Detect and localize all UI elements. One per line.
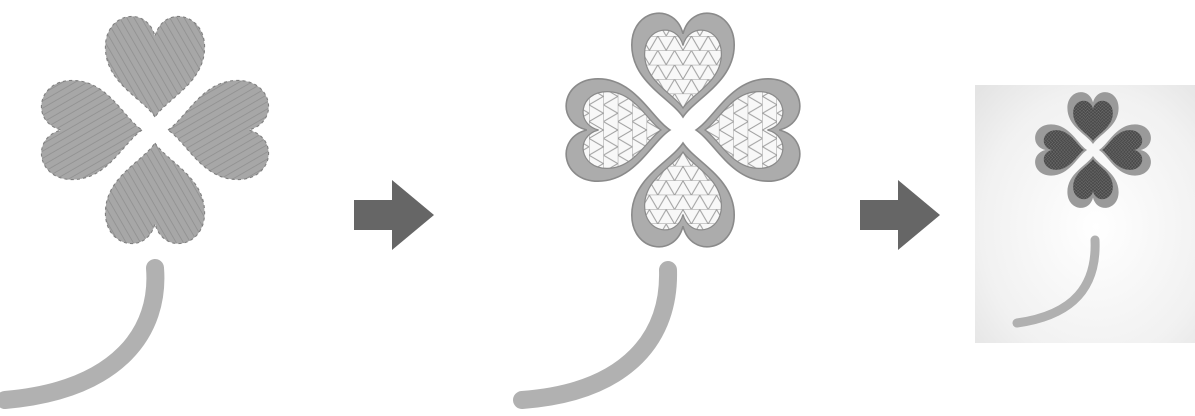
right-arrow-icon bbox=[354, 180, 434, 250]
applique-leaf-top bbox=[632, 13, 734, 117]
clover-stem bbox=[5, 268, 155, 400]
clover-leaf-bottom bbox=[105, 143, 204, 244]
clover-leaf-top bbox=[105, 16, 204, 117]
applique-leaf-right bbox=[696, 79, 800, 181]
clover-leaf-left bbox=[41, 80, 142, 179]
clover-applique-icon bbox=[510, 0, 810, 416]
clover-leaf-right bbox=[168, 80, 269, 179]
clover-applique-panel bbox=[510, 0, 810, 416]
right-arrow-icon bbox=[860, 180, 940, 250]
applique-leaf-left bbox=[566, 79, 670, 181]
applique-leaf-bottom bbox=[632, 143, 734, 247]
clover-stitch-icon bbox=[0, 0, 290, 416]
clover-stitch-panel bbox=[0, 0, 290, 416]
applique-stem bbox=[522, 270, 668, 400]
finished-clover-photo bbox=[975, 85, 1195, 343]
